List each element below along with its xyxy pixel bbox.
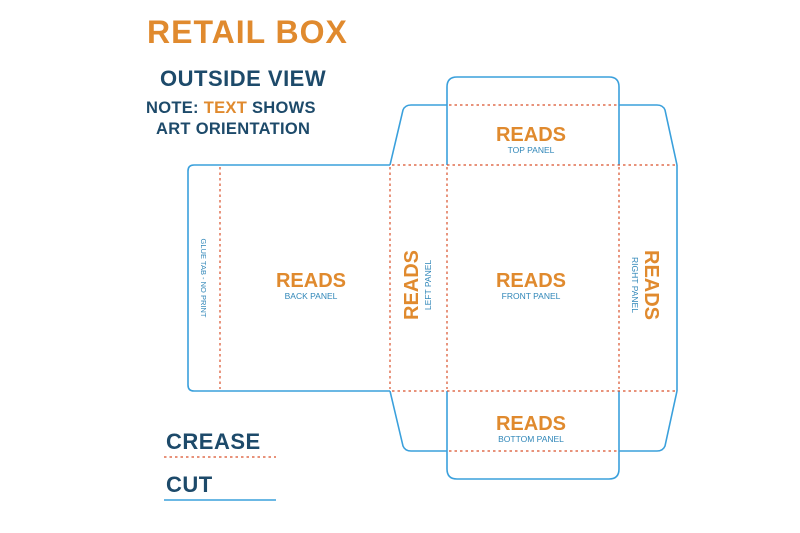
cut-lines (187, 76, 678, 480)
back-panel-name: BACK PANEL (285, 291, 338, 301)
left-panel-label-group: READS LEFT PANEL (401, 250, 433, 320)
note-line2: ART ORIENTATION (156, 120, 311, 138)
cut-left-dust-flap-bottom (389, 390, 447, 452)
glue-tab-label: GLUE TAB - NO PRINT (199, 239, 208, 318)
right-panel-reads: READS (640, 250, 662, 320)
crease-lines (219, 104, 675, 452)
cut-right-dust-flap-top (619, 104, 678, 166)
front-panel-reads: READS (496, 270, 566, 292)
right-panel-label-group: READS RIGHT PANEL (630, 250, 662, 320)
legend-cut-label: CUT (166, 472, 213, 497)
left-panel-name: LEFT PANEL (423, 260, 433, 311)
bottom-panel-name: BOTTOM PANEL (498, 434, 564, 444)
cut-bottom-panel (446, 451, 620, 480)
note-prefix: NOTE: (146, 99, 204, 117)
left-panel-reads: READS (401, 250, 423, 320)
top-panel-reads: READS (496, 124, 566, 146)
right-panel-name: RIGHT PANEL (630, 257, 640, 313)
top-panel-name: TOP PANEL (508, 145, 555, 155)
orientation-note: NOTE: TEXT SHOWS ART ORIENTATION (146, 98, 316, 140)
bottom-panel-reads: READS (496, 413, 566, 435)
back-panel-reads: READS (276, 270, 346, 292)
cut-right-dust-flap-bottom (619, 390, 678, 452)
note-highlight: TEXT (203, 99, 248, 117)
cut-left-dust-flap-top (389, 104, 447, 166)
legend-crease-label: CREASE (166, 429, 261, 454)
page-title: RETAIL BOX (147, 14, 348, 50)
front-panel-name: FRONT PANEL (502, 291, 561, 301)
cut-top-panel (446, 76, 620, 105)
view-subtitle: OUTSIDE VIEW (160, 66, 327, 91)
note-suffix: SHOWS (247, 99, 316, 117)
cut-back-section (187, 164, 390, 392)
